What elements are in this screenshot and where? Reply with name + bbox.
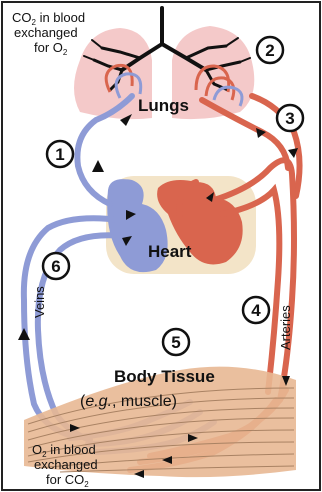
step-1: 1 <box>47 141 73 167</box>
step-3-number: 3 <box>285 109 294 128</box>
lungs-label: Lungs <box>138 96 189 115</box>
top-exchange-line2: exchanged <box>14 25 78 40</box>
body-tissue-label: Body Tissue <box>114 367 215 386</box>
step-5-number: 5 <box>171 333 180 352</box>
step-2-number: 2 <box>265 41 274 60</box>
bottom-exchange-line2: exchanged <box>34 457 98 472</box>
body-tissue-example: (e.g., muscle) <box>80 393 177 410</box>
step-6-number: 6 <box>51 257 60 276</box>
step-4: 4 <box>243 297 269 323</box>
heart-label: Heart <box>148 242 192 261</box>
bottom-exchange-line3: for CO2 <box>46 472 89 489</box>
top-exchange-line3: for O2 <box>34 40 68 57</box>
step-5: 5 <box>163 329 189 355</box>
step-6: 6 <box>43 253 69 279</box>
step-2: 2 <box>257 37 283 63</box>
step-3: 3 <box>277 105 303 131</box>
veins-label: Veins <box>32 286 47 318</box>
flow-arrow-icon <box>92 160 104 172</box>
flow-arrow-icon <box>18 328 30 340</box>
arteries-label: Arteries <box>278 305 293 350</box>
step-4-number: 4 <box>251 301 261 320</box>
step-1-number: 1 <box>55 145 64 164</box>
